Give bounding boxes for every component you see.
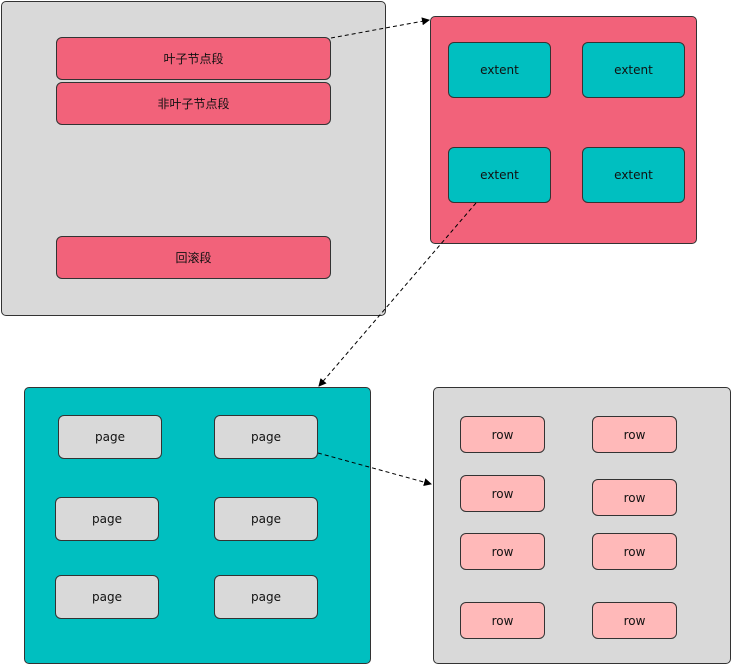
leaf-node-segment: 叶子节点段 [56,37,331,80]
row-2: row [592,416,677,453]
page-2: page [214,415,318,459]
extent-1: extent [448,42,551,98]
extent-2: extent [582,42,685,98]
extent-4: extent [582,147,685,203]
page-1: page [58,415,162,459]
row-6: row [592,533,677,570]
page-6: page [214,575,318,619]
non-leaf-node-segment: 非叶子节点段 [56,82,331,125]
page-5: page [55,575,159,619]
page-3: page [55,497,159,541]
row-8: row [592,602,677,639]
extent-3: extent [448,147,551,203]
row-1: row [460,416,545,453]
rollback-segment: 回滚段 [56,236,331,279]
row-7: row [460,602,545,639]
row-4: row [592,479,677,516]
row-3: row [460,475,545,512]
page-4: page [214,497,318,541]
row-5: row [460,533,545,570]
